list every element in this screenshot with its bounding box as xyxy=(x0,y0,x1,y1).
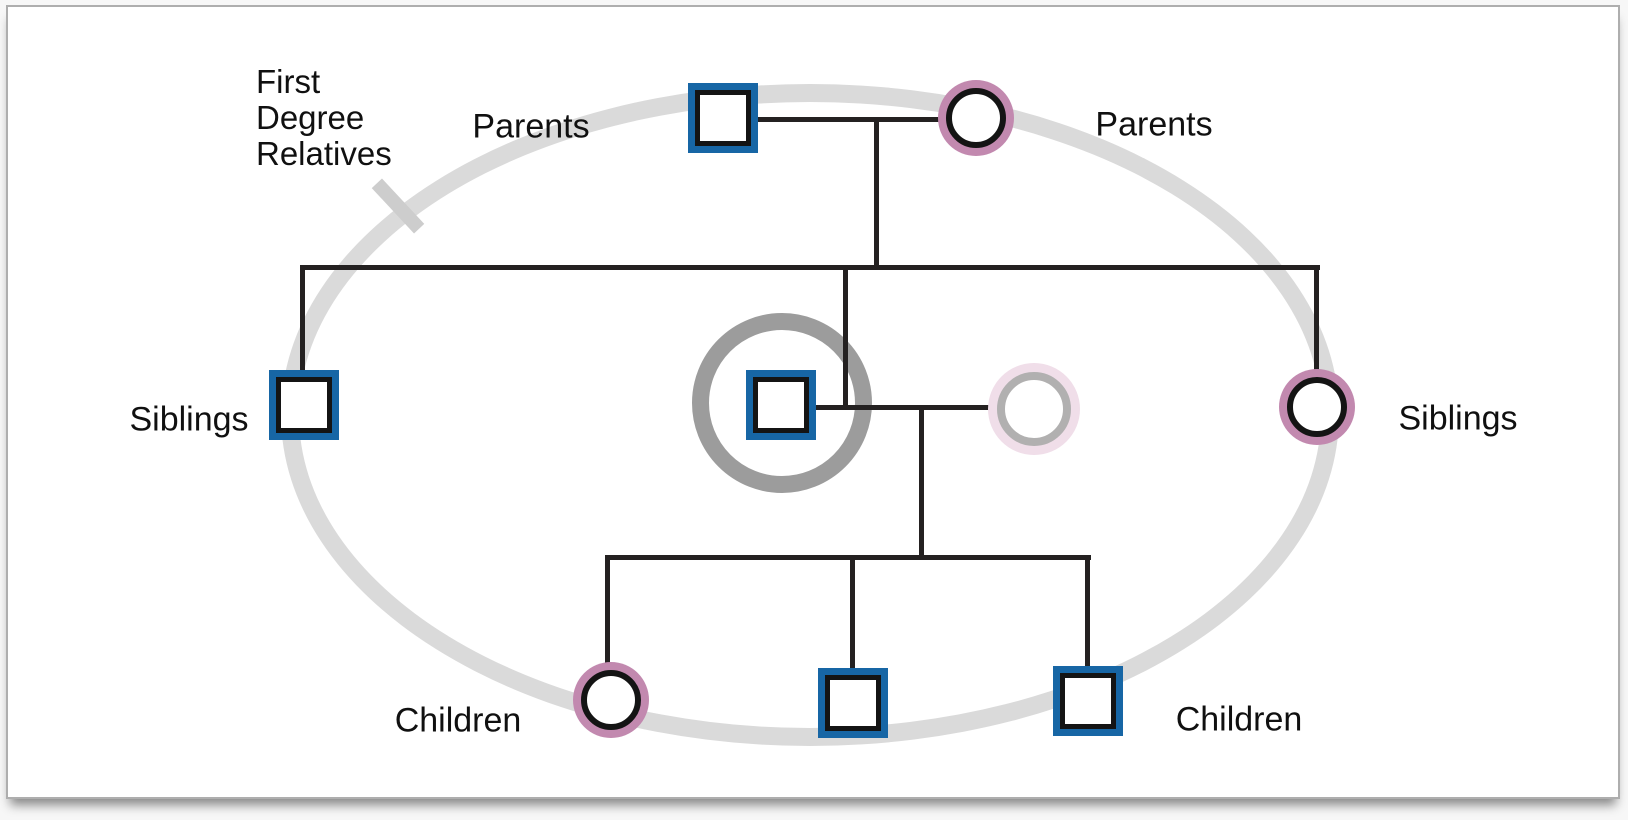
proband-drop-line xyxy=(843,265,848,410)
proband-partnership-line xyxy=(814,405,998,410)
label-siblings-right: Siblings xyxy=(1398,399,1518,438)
diagram-title-line-1: First xyxy=(256,63,321,100)
label-siblings-left: Siblings xyxy=(129,400,249,439)
sister-drop-line xyxy=(1314,265,1319,373)
son-1-drop-line xyxy=(850,555,855,670)
brother-drop-line xyxy=(300,265,305,372)
parents-partnership-line xyxy=(756,117,940,122)
son-2-drop-line xyxy=(1085,555,1090,669)
brother-symbol xyxy=(276,377,332,433)
daughter-symbol xyxy=(581,670,641,730)
label-children-left: Children xyxy=(394,701,522,740)
parents-descent-line xyxy=(874,117,879,270)
proband-symbol xyxy=(753,377,809,433)
proband-descent-line xyxy=(919,405,924,558)
siblings-sibship-line xyxy=(300,265,1320,270)
diagram-title-line-2: Degree xyxy=(256,99,365,136)
label-children-right: Children xyxy=(1175,700,1303,739)
son-1-symbol xyxy=(825,675,881,731)
daughter-drop-line xyxy=(605,555,610,665)
son-2-symbol xyxy=(1060,673,1116,729)
children-sibship-line xyxy=(605,555,1091,560)
label-parents-right: Parents xyxy=(1095,105,1213,144)
diagram-title-line-3: Relatives xyxy=(256,135,392,172)
father-symbol xyxy=(695,90,751,146)
sister-symbol xyxy=(1287,377,1347,437)
spouse-symbol xyxy=(997,372,1071,446)
diagram-title: First Degree Relatives xyxy=(256,64,392,172)
label-parents-left: Parents xyxy=(472,107,590,146)
mother-symbol xyxy=(946,88,1006,148)
